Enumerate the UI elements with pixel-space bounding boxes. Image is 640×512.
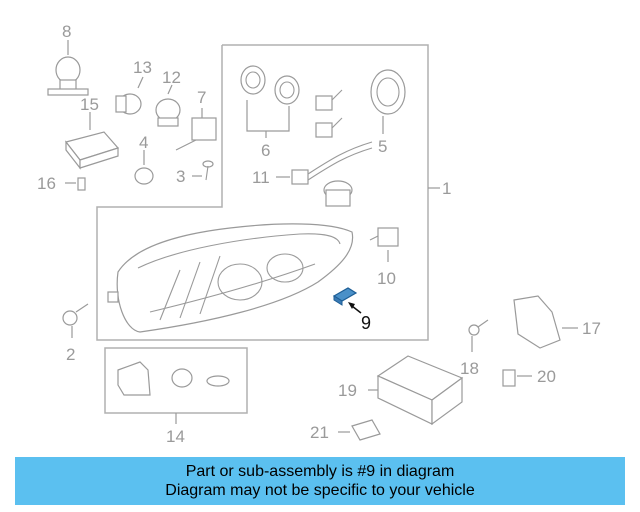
harness-11-icon bbox=[276, 141, 373, 207]
info-banner: Part or sub-assembly is #9 in diagram Di… bbox=[15, 457, 625, 505]
headlamp-assembly-outline bbox=[96, 44, 429, 341]
clip-21-icon bbox=[338, 419, 381, 441]
callout-15: 15 bbox=[80, 95, 99, 114]
callout-21: 21 bbox=[310, 423, 329, 442]
callout-14: 14 bbox=[166, 427, 185, 446]
clip-4-icon bbox=[134, 150, 154, 185]
connector-icon bbox=[315, 89, 343, 138]
banner-line-2: Diagram may not be specific to your vehi… bbox=[165, 482, 475, 499]
callout-10: 10 bbox=[377, 269, 396, 288]
bulb-8-icon bbox=[47, 40, 89, 96]
callout-5: 5 bbox=[378, 137, 387, 156]
socket-10-icon bbox=[369, 227, 399, 262]
callout-12: 12 bbox=[162, 68, 181, 87]
callout-1: 1 bbox=[442, 179, 451, 198]
bracket-17-icon bbox=[513, 295, 578, 349]
callout-17: 17 bbox=[582, 319, 601, 338]
bolt-20-icon bbox=[502, 369, 532, 387]
callout-11: 11 bbox=[252, 168, 270, 187]
screw-2-icon bbox=[62, 303, 89, 338]
callout-7: 7 bbox=[197, 88, 206, 107]
callout-4: 4 bbox=[139, 133, 148, 152]
part-9-highlight-icon bbox=[332, 287, 362, 314]
bracket-14-icon bbox=[117, 361, 230, 424]
cap-5-icon bbox=[370, 69, 406, 134]
screw-18-icon bbox=[468, 319, 489, 352]
parts-diagram: 1 2 3 4 5 6 7 8 9 10 11 12 13 14 15 16 1… bbox=[37, 22, 601, 446]
callout-20: 20 bbox=[537, 367, 556, 386]
module-19-icon bbox=[368, 355, 464, 426]
module-15-icon bbox=[64, 112, 120, 170]
callout-13: 13 bbox=[133, 58, 152, 77]
callout-18: 18 bbox=[460, 359, 479, 378]
headlamp-housing-icon bbox=[107, 223, 354, 333]
callout-8: 8 bbox=[62, 22, 71, 41]
callout-6: 6 bbox=[261, 141, 270, 160]
cap-6-icon bbox=[240, 65, 300, 138]
banner-line-1: Part or sub-assembly is #9 in diagram bbox=[185, 463, 455, 480]
callout-16: 16 bbox=[37, 174, 56, 193]
bulb-13-icon bbox=[115, 76, 144, 115]
screw-3-icon bbox=[192, 160, 214, 181]
bulb-12-icon bbox=[155, 84, 181, 127]
socket-7-icon bbox=[175, 108, 217, 151]
callout-9: 9 bbox=[361, 313, 371, 333]
callout-2: 2 bbox=[66, 345, 75, 364]
callout-19: 19 bbox=[338, 381, 357, 400]
callout-3: 3 bbox=[176, 167, 185, 186]
bolt-16-icon bbox=[65, 177, 86, 191]
